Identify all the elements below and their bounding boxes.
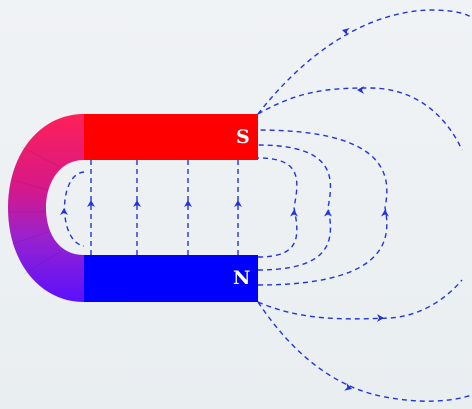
pole-field-arrow-icon — [290, 209, 298, 217]
pole-field-loop-1 — [257, 157, 298, 258]
south-pole-arm — [84, 114, 258, 160]
pole-field-arrow-icon — [381, 209, 389, 217]
outer-field-bottom-2 — [257, 301, 472, 402]
south-pole-label: S — [236, 126, 250, 148]
pole-field-arrow-icon — [324, 209, 332, 217]
outer-field-arrow-icon — [342, 27, 350, 36]
outer-field-arrow-icon — [357, 86, 364, 94]
bend-segments — [9, 146, 61, 275]
outer-field-arrow-icon — [377, 314, 384, 322]
bend-field-loop — [63, 171, 85, 247]
outer-field-top-2 — [257, 87, 463, 151]
pole-field-loop-3 — [257, 129, 388, 286]
outer-field-arrow-icon — [344, 383, 352, 391]
outer-field-top-1 — [257, 9, 472, 115]
field-lines — [60, 9, 472, 402]
inner-field-arrow-icon — [234, 200, 242, 207]
north-pole-arm — [84, 255, 258, 302]
magnet-bend — [8, 114, 84, 302]
bend-field-arrow-icon — [60, 208, 68, 215]
inner-field-arrow-icon — [133, 200, 141, 207]
inner-field-arrow-icon — [87, 200, 95, 207]
inner-field-arrow-icon — [184, 200, 192, 207]
north-pole-label: N — [233, 267, 250, 289]
outer-field-bottom-1 — [257, 279, 463, 320]
